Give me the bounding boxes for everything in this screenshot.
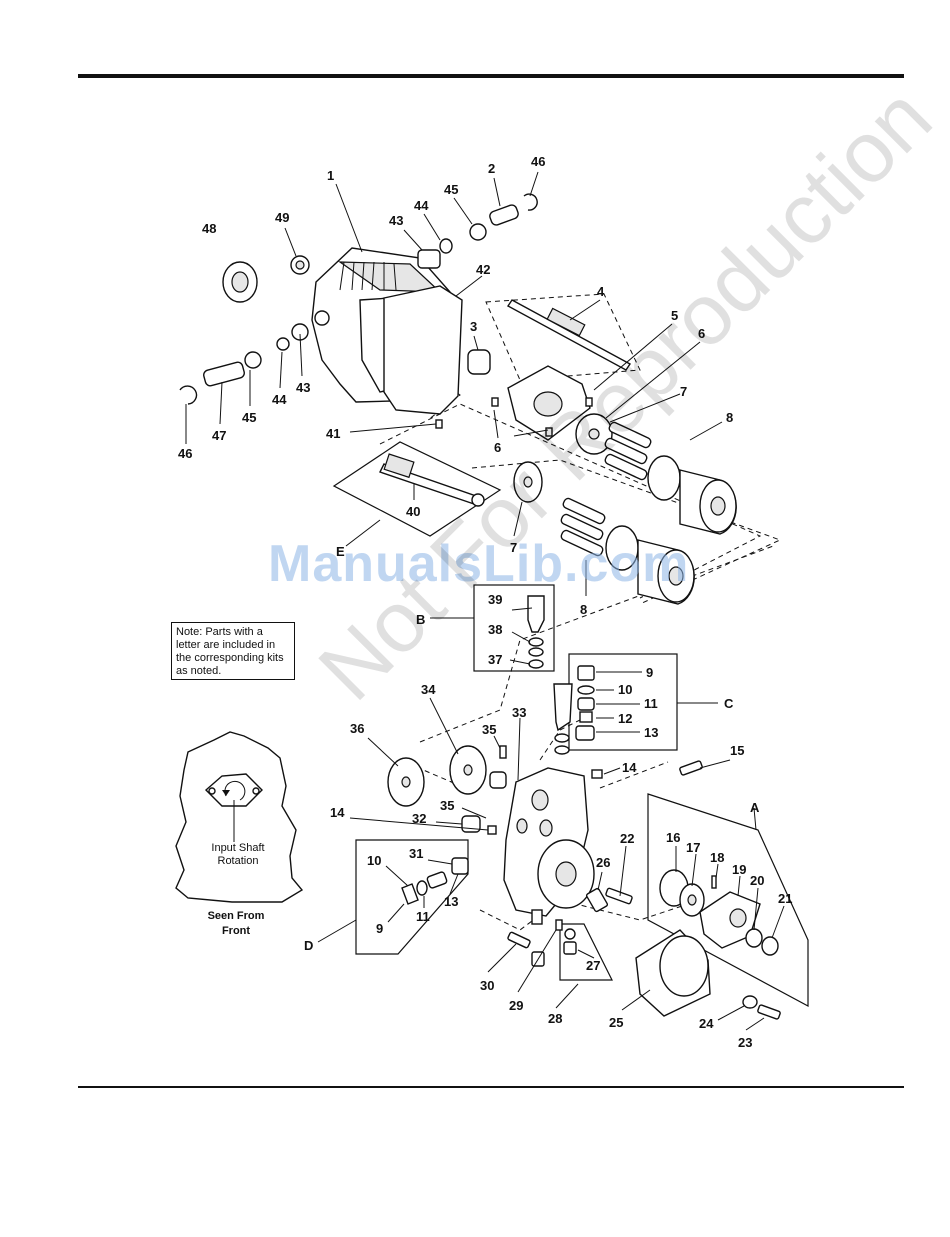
- label-d: D: [304, 938, 313, 953]
- label-24: 24: [699, 1016, 714, 1031]
- kit-a-parts: [659, 869, 779, 956]
- label-15: 15: [730, 743, 744, 758]
- label-14-lower: 14: [330, 805, 345, 820]
- seen-from-label: Seen From: [207, 910, 265, 922]
- label-11-lower: 11: [416, 909, 430, 924]
- label-39: 39: [488, 592, 502, 607]
- label-4: 4: [597, 284, 605, 299]
- label-c: C: [724, 696, 734, 711]
- kit-note: Note: Parts with a letter are included i…: [171, 622, 295, 680]
- label-48: 48: [202, 221, 216, 236]
- label-b: B: [416, 612, 425, 627]
- label-34: 34: [421, 682, 436, 697]
- label-18: 18: [710, 850, 724, 865]
- label-12: 12: [618, 711, 632, 726]
- label-27: 27: [586, 958, 600, 973]
- rotating-group-lower: [560, 497, 695, 605]
- label-9: 9: [646, 665, 653, 680]
- label-35-lower: 35: [440, 798, 454, 813]
- front-view-outline: [175, 731, 304, 903]
- label-30: 30: [480, 978, 494, 993]
- label-9-lower: 9: [376, 921, 383, 936]
- kit-d-parts: [401, 857, 469, 905]
- main-housing: [311, 247, 463, 415]
- label-5: 5: [671, 308, 678, 323]
- label-43-lower: 43: [296, 380, 310, 395]
- label-3: 3: [470, 319, 477, 334]
- label-28: 28: [548, 1011, 562, 1026]
- label-44-lower: 44: [272, 392, 287, 407]
- top-rule: [78, 74, 904, 78]
- label-16: 16: [666, 830, 680, 845]
- kit-e-outline: [332, 441, 502, 537]
- label-a: A: [750, 800, 760, 815]
- label-35: 35: [482, 722, 496, 737]
- center-section: [503, 767, 595, 925]
- label-23: 23: [738, 1035, 752, 1050]
- label-36: 36: [350, 721, 364, 736]
- label-20: 20: [750, 873, 764, 888]
- label-40: 40: [406, 504, 420, 519]
- label-22: 22: [620, 831, 634, 846]
- rotating-group-upper: [604, 421, 737, 535]
- label-37: 37: [488, 652, 502, 667]
- port-plates: [387, 745, 603, 835]
- label-25: 25: [609, 1015, 623, 1030]
- label-46: 46: [531, 154, 545, 169]
- kit-b-outline: [473, 584, 555, 672]
- label-8: 8: [726, 410, 733, 425]
- input-shaft-rotation-label: Input Shaft Rotation: [211, 842, 265, 867]
- label-29: 29: [509, 998, 523, 1013]
- label-13: 13: [644, 725, 658, 740]
- label-45-lower: 45: [242, 410, 256, 425]
- filter-and-fittings: [507, 760, 781, 1020]
- label-14: 14: [622, 760, 637, 775]
- label-17: 17: [686, 840, 700, 855]
- kit-outlines: [317, 441, 809, 1008]
- part-labels: 1 2 46 45 44 43 49 48 42 4 3 5 6 43 44 4…: [178, 154, 792, 1050]
- label-31: 31: [409, 846, 423, 861]
- label-7-lower: 7: [510, 540, 517, 555]
- kit-d-outline: [355, 839, 469, 955]
- label-10: 10: [618, 682, 632, 697]
- label-2: 2: [488, 161, 495, 176]
- label-19: 19: [732, 862, 746, 877]
- label-43: 43: [389, 213, 403, 228]
- kit-b-parts: [527, 595, 545, 669]
- label-32: 32: [412, 811, 426, 826]
- watermark: ManualsLib.com: [268, 535, 690, 593]
- label-33: 33: [512, 705, 526, 720]
- label-6: 6: [698, 326, 705, 341]
- label-13-lower: 13: [444, 894, 458, 909]
- kit-27-outline: [559, 923, 613, 981]
- swash-plate: [435, 365, 593, 441]
- front-label: Front: [221, 925, 251, 937]
- label-10-lower: 10: [367, 853, 381, 868]
- label-6-lower: 6: [494, 440, 501, 455]
- label-49: 49: [275, 210, 289, 225]
- label-38: 38: [488, 622, 502, 637]
- kit-c-parts: [553, 665, 595, 755]
- input-shaft: [506, 299, 632, 371]
- label-42: 42: [476, 262, 490, 277]
- label-46-lower: 46: [178, 446, 192, 461]
- kit-a-outline: [647, 793, 809, 1008]
- label-21: 21: [778, 891, 792, 906]
- label-11: 11: [644, 696, 658, 711]
- label-47: 47: [212, 428, 226, 443]
- label-26: 26: [596, 855, 610, 870]
- output-shaft: [379, 453, 485, 507]
- leader-lines: [185, 171, 785, 1031]
- label-45: 45: [444, 182, 458, 197]
- label-44: 44: [414, 198, 429, 213]
- label-8-lower: 8: [580, 602, 587, 617]
- label-7: 7: [680, 384, 687, 399]
- label-41: 41: [326, 426, 340, 441]
- label-e: E: [336, 544, 345, 559]
- label-1: 1: [327, 168, 334, 183]
- housing-parts: [179, 193, 538, 405]
- bottom-rule: [78, 1086, 904, 1088]
- thrust-washers: [513, 413, 613, 503]
